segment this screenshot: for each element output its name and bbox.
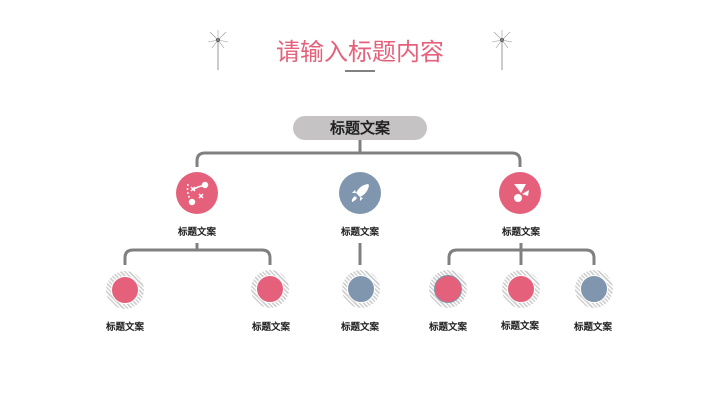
- level2-node-1: [106, 271, 144, 309]
- level2-node-6: [575, 270, 613, 308]
- root-node: 标题文案: [293, 116, 427, 140]
- level2-label-4: 标题文案: [428, 322, 467, 333]
- level2-label-6: 标题文案: [573, 322, 612, 333]
- pie-burst-icon: [514, 184, 529, 202]
- strategy-icon: [186, 181, 209, 206]
- level2-node-4: [429, 270, 467, 308]
- level2-label-5: 标题文案: [500, 321, 539, 332]
- level1-node-2: [339, 172, 381, 214]
- dandelion-icon-left: [207, 30, 229, 70]
- level2-label-2: 标题文案: [251, 322, 290, 333]
- level1-node-1: [176, 172, 218, 214]
- rocket-icon: [351, 184, 369, 202]
- level2-node-5: [502, 270, 540, 308]
- level1-label-3: 标题文案: [501, 227, 540, 238]
- dandelion-icon-right: [491, 30, 513, 70]
- level2-label-3: 标题文案: [340, 322, 379, 333]
- page-title: 请输入标题内容: [276, 38, 444, 66]
- level1-bracket: [195, 151, 522, 167]
- level1-label-2: 标题文案: [340, 227, 379, 238]
- level2-node-3: [342, 270, 380, 308]
- level2-node-2: [251, 270, 289, 308]
- level1-node-3: [499, 172, 541, 214]
- right-bracket: [447, 248, 596, 265]
- level1-label-1: 标题文案: [177, 227, 216, 238]
- title-underline: [345, 70, 375, 72]
- left-bracket: [123, 248, 272, 265]
- level2-label-1: 标题文案: [105, 322, 144, 333]
